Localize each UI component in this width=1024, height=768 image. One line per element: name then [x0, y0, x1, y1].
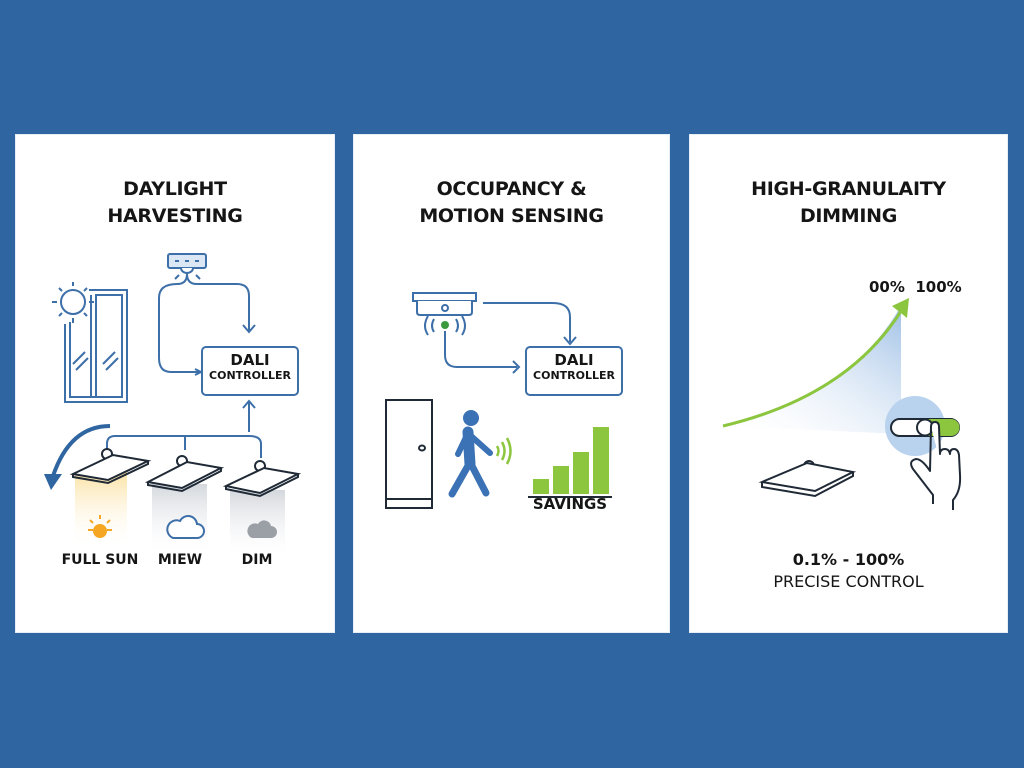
title-line-1: HIGH-GRANULAITY [751, 178, 946, 200]
connector-arrows [444, 302, 577, 374]
controller-subtitle: CONTROLLER [533, 369, 615, 382]
pointing-hand-icon [910, 421, 962, 510]
dimming-range-caption: PRECISE CONTROL [773, 572, 924, 591]
title-line-1: DAYLIGHT [123, 178, 227, 200]
controller-title: DALI [230, 351, 270, 369]
sun-icon [52, 282, 94, 323]
dali-controller-box: DALI CONTROLLER [525, 346, 623, 396]
dimming-range-label: 0.1% - 100% [792, 550, 905, 569]
savings-label: SAVINGS [532, 495, 608, 513]
label-full-sun: FULL SUN [61, 552, 139, 568]
ceiling-light-icon [69, 448, 302, 498]
sun-icon [88, 515, 112, 538]
door-icon [385, 399, 433, 509]
curve-percent-label: 00% 100% [869, 278, 962, 296]
cloud-outline-icon [166, 515, 205, 539]
growth-curve-arrow-icon [722, 298, 909, 428]
title-line-2: MOTION SENSING [419, 205, 604, 227]
curve-fill [723, 306, 901, 434]
controller-subtitle: CONTROLLER [209, 369, 291, 382]
panel-title: DAYLIGHT HARVESTING [15, 176, 335, 230]
motion-sensor-icon [412, 292, 477, 336]
ceiling-light-icon [758, 460, 857, 498]
connector-arrows [106, 273, 262, 458]
title-line-2: HARVESTING [107, 205, 243, 227]
label-dim: DIM [241, 552, 273, 568]
title-line-1: OCCUPANCY & [436, 178, 587, 200]
dali-controller-box: DALI CONTROLLER [201, 346, 299, 396]
label-miew: MIEW [157, 552, 203, 568]
window-icon [64, 289, 128, 403]
walking-person-icon [448, 410, 493, 498]
panel-title: HIGH-GRANULAITY DIMMING [689, 176, 1008, 230]
controller-title: DALI [554, 351, 594, 369]
curved-arrow-icon [44, 424, 111, 490]
panel-high-granularity-dimming: HIGH-GRANULAITY DIMMING 00% 10 [689, 134, 1008, 633]
signal-waves-icon [495, 437, 512, 465]
panel-title: OCCUPANCY & MOTION SENSING [353, 176, 670, 230]
panel-daylight-harvesting: DAYLIGHT HARVESTING [15, 134, 335, 633]
toggle-switch-icon [890, 418, 960, 437]
light-sensor-icon [167, 253, 207, 280]
cloud-filled-icon [247, 520, 277, 538]
title-line-2: DIMMING [799, 205, 898, 227]
bar-chart-icon [528, 427, 612, 498]
panel-occupancy-motion-sensing: OCCUPANCY & MOTION SENSING [353, 134, 670, 633]
